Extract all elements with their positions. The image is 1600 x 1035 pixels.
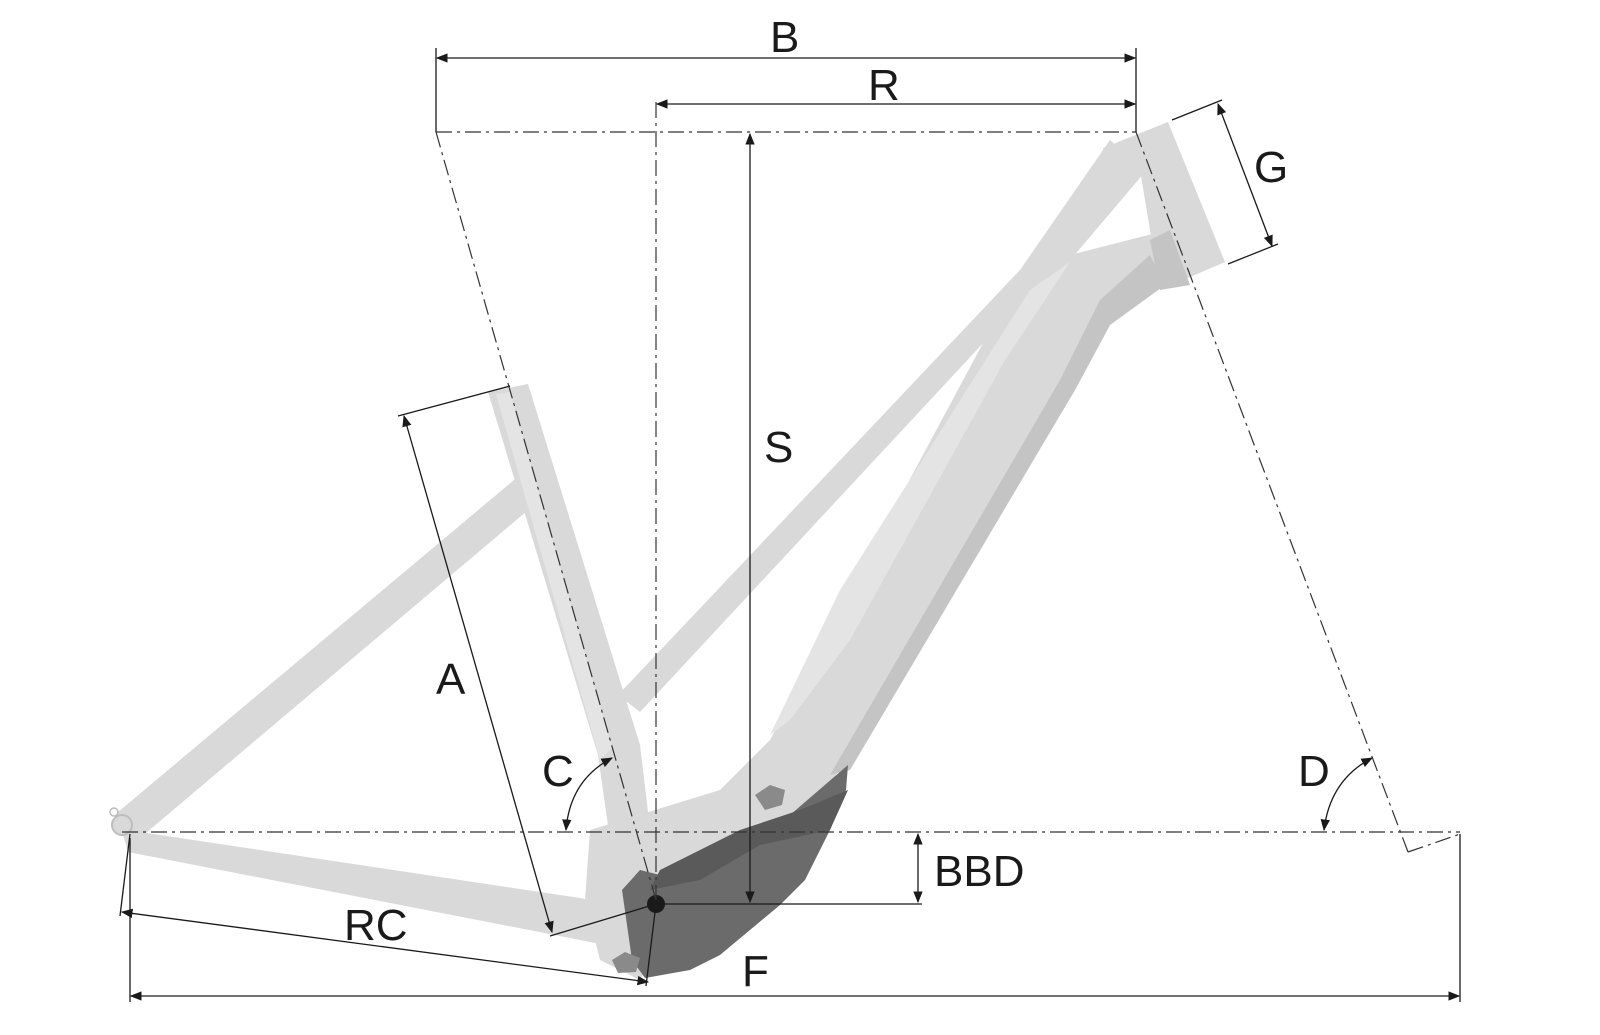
rear-dropout-hole — [109, 807, 119, 817]
dim-rc-line — [120, 908, 650, 986]
label-a: A — [436, 655, 466, 704]
steering-axis-line — [1135, 131, 1409, 853]
dimension-labels: B R G S A C D BBD RC F — [344, 13, 1330, 996]
rear-dropout — [111, 814, 133, 836]
seat-tube-highlight — [496, 392, 612, 760]
dim-a-tick-top — [397, 385, 511, 417]
label-g: G — [1254, 143, 1288, 192]
bike-frame — [109, 122, 1225, 980]
dim-rc-tick-left — [119, 833, 131, 917]
label-c: C — [542, 747, 574, 796]
label-bbd: BBD — [934, 847, 1024, 896]
label-b: B — [770, 13, 799, 62]
steering-axis-end — [1407, 833, 1461, 853]
down-tube-highlight — [770, 262, 1070, 735]
dimension-lines — [119, 48, 1461, 1002]
down-tube-shade — [830, 255, 1165, 775]
dim-c-arc — [562, 757, 614, 832]
label-rc: RC — [344, 901, 408, 950]
dim-g-tick-top — [1171, 99, 1223, 121]
dim-d-arc — [1320, 757, 1374, 832]
dim-a-line — [402, 414, 554, 934]
head-tube-shade — [1150, 230, 1190, 290]
dim-g-tick-bottom — [1227, 243, 1279, 265]
bolt-accent-1 — [755, 785, 785, 810]
label-r: R — [868, 61, 900, 110]
dim-g-line — [1217, 102, 1273, 248]
seat-stay — [112, 475, 540, 838]
label-f: F — [742, 947, 769, 996]
label-d: D — [1298, 747, 1330, 796]
label-s: S — [764, 423, 793, 472]
